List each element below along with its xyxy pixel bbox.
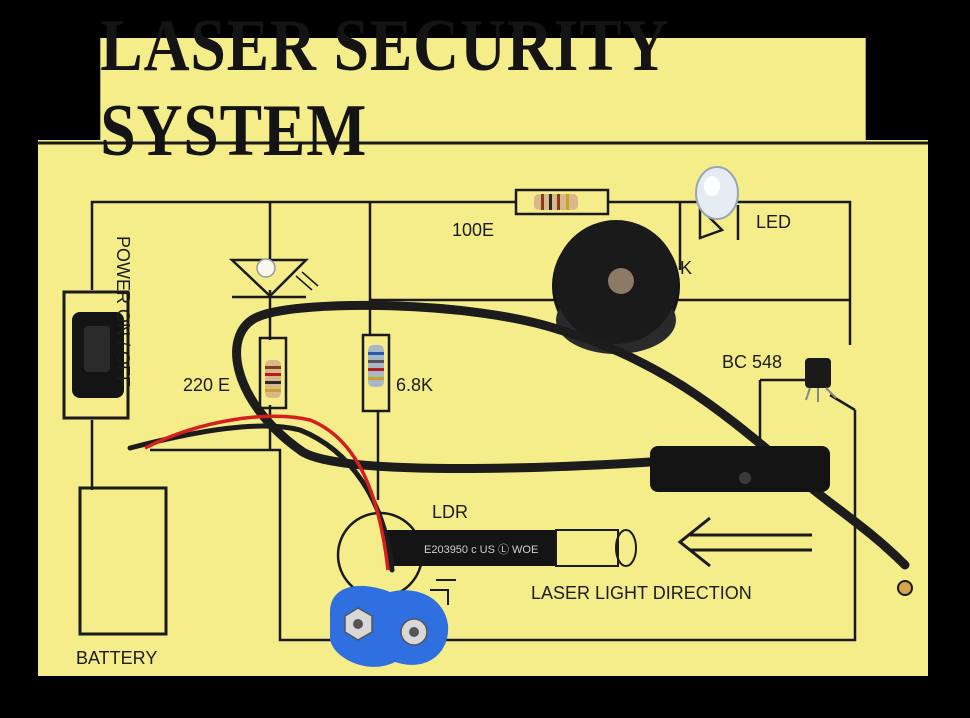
tube-print: E203950 c US Ⓛ WOE — [424, 544, 539, 556]
small-led — [256, 258, 276, 278]
buzzer-k-label: K — [680, 258, 693, 278]
page-title: LASER SECURITY SYSTEM — [100, 5, 866, 172]
laser-direction-arrow — [677, 516, 812, 568]
resistor-6-8k-label: 6.8K — [396, 375, 434, 395]
resistor-6-8k — [361, 333, 391, 413]
buzzer — [552, 220, 680, 354]
transistor-label: BC 548 — [722, 352, 783, 372]
power-switch[interactable] — [62, 290, 130, 420]
laser-direction-label: LASER LIGHT DIRECTION — [531, 583, 752, 603]
bc548-transistor — [805, 358, 837, 402]
power-switch-label: POWER ON / OFF — [113, 236, 133, 387]
battery-label: BATTERY — [76, 648, 158, 668]
wire-terminal — [897, 580, 913, 596]
resistor-220 — [258, 336, 288, 410]
laser-module — [650, 446, 830, 492]
ldr-tube — [386, 529, 637, 567]
resistor-100-label: 100E — [452, 220, 495, 240]
alarm-led — [695, 166, 740, 240]
indicator-led-symbol — [228, 258, 319, 299]
led-label: LED — [756, 212, 792, 232]
battery-symbol — [78, 486, 168, 636]
resistor-220-label: 220 E — [183, 375, 231, 395]
resistor-100 — [514, 188, 610, 216]
ldr-label: LDR — [432, 502, 469, 522]
board-surface — [38, 140, 928, 676]
red-wire — [144, 414, 390, 571]
battery-clip[interactable] — [330, 585, 449, 667]
